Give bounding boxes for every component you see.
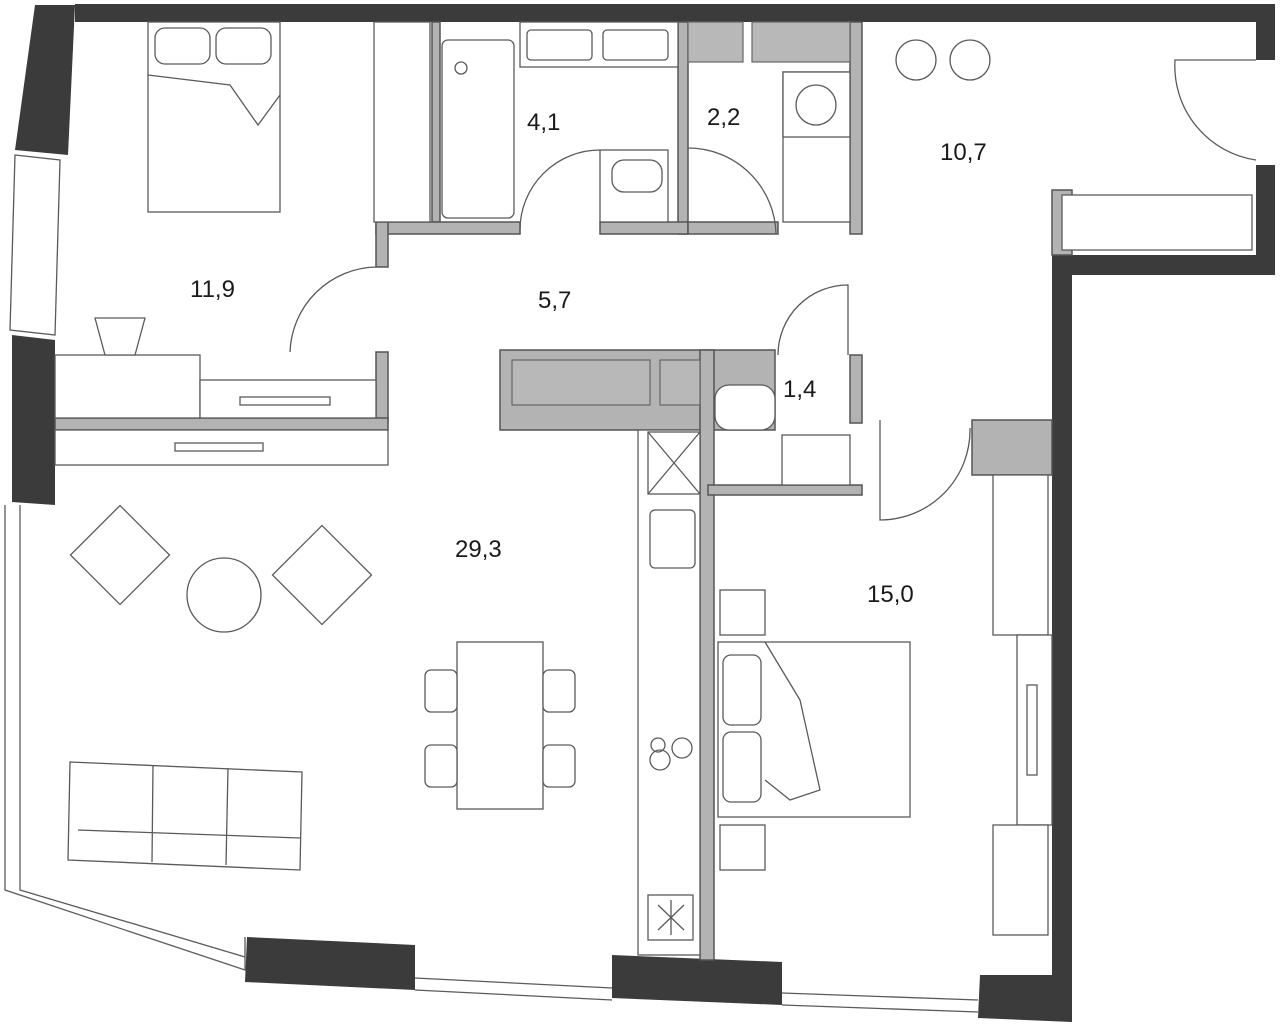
area-labels: 11,9 4,1 2,2 10,7 5,7 1,4 29,3 15,0: [190, 104, 987, 608]
bedroom-2-furniture: [717, 420, 1053, 936]
room-area-bathroom: 4,1: [527, 109, 560, 136]
entry-door[interactable]: [1174, 59, 1257, 161]
room-area-bedroom-2: 15,0: [867, 581, 914, 608]
room-area-corridor: 5,7: [538, 287, 571, 314]
bedroom-1-furniture: [54, 21, 431, 466]
room-area-living-kitchen: 29,3: [455, 536, 502, 563]
outer-walls: [12, 4, 1275, 1022]
kitchen-fixtures: [637, 429, 701, 956]
hallway-fixtures: [895, 39, 1253, 251]
room-area-bedroom-1: 11,9: [190, 276, 235, 303]
bathroom-fixtures: [441, 21, 679, 234]
laundry-fixtures: [687, 21, 851, 235]
windows: [4, 154, 979, 1013]
room-area-laundry: 2,2: [707, 104, 740, 131]
wc-fixtures: [511, 284, 851, 486]
living-furniture: [67, 504, 576, 871]
room-area-wc: 1,4: [783, 376, 816, 403]
room-area-hallway: 10,7: [940, 139, 987, 166]
